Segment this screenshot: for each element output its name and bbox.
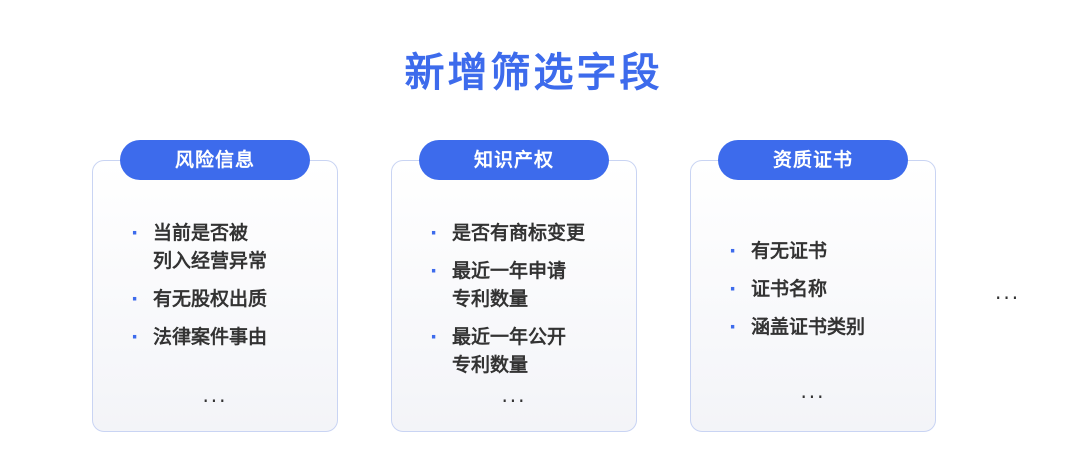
list-item: · 最近一年公开 专利数量 [392,323,636,379]
more-categories-ellipsis: ... [995,280,1021,304]
more-ellipsis: ... [202,383,228,407]
more-ellipsis: ... [800,379,826,403]
card-item-list: · 是否有商标变更 · 最近一年申请 专利数量 · 最近一年公开 专利数量 [392,219,636,389]
card-item-list: · 当前是否被 列入经营异常 · 有无股权出质 · 法律案件事由 [93,219,337,361]
bullet-icon: · [430,222,438,244]
page-title: 新增筛选字段 [404,50,663,96]
bullet-icon: · [131,222,139,244]
more-ellipsis: ... [501,383,527,407]
bullet-icon: · [729,316,737,338]
card-header-risk-info: 风险信息 [120,140,310,180]
bullet-icon: · [430,326,438,348]
bullet-icon: · [729,278,737,300]
card-item-list: · 有无证书 · 证书名称 · 涵盖证书类别 [691,237,935,351]
card-intellectual-property: · 是否有商标变更 · 最近一年申请 专利数量 · 最近一年公开 专利数量 ..… [391,160,637,432]
list-item: · 法律案件事由 [93,323,337,351]
list-item: · 最近一年申请 专利数量 [392,257,636,313]
bullet-icon: · [131,326,139,348]
list-item: · 证书名称 [691,275,935,303]
list-item: · 有无证书 [691,237,935,265]
list-item: · 当前是否被 列入经营异常 [93,219,337,275]
card-risk-info: · 当前是否被 列入经营异常 · 有无股权出质 · 法律案件事由 ... [92,160,338,432]
card-header-qualification-certificates: 资质证书 [718,140,908,180]
card-qualification-certificates: · 有无证书 · 证书名称 · 涵盖证书类别 ... [690,160,936,432]
list-item: · 涵盖证书类别 [691,313,935,341]
list-item: · 是否有商标变更 [392,219,636,247]
bullet-icon: · [729,240,737,262]
card-header-intellectual-property: 知识产权 [419,140,609,180]
bullet-icon: · [430,260,438,282]
list-item: · 有无股权出质 [93,285,337,313]
bullet-icon: · [131,288,139,310]
